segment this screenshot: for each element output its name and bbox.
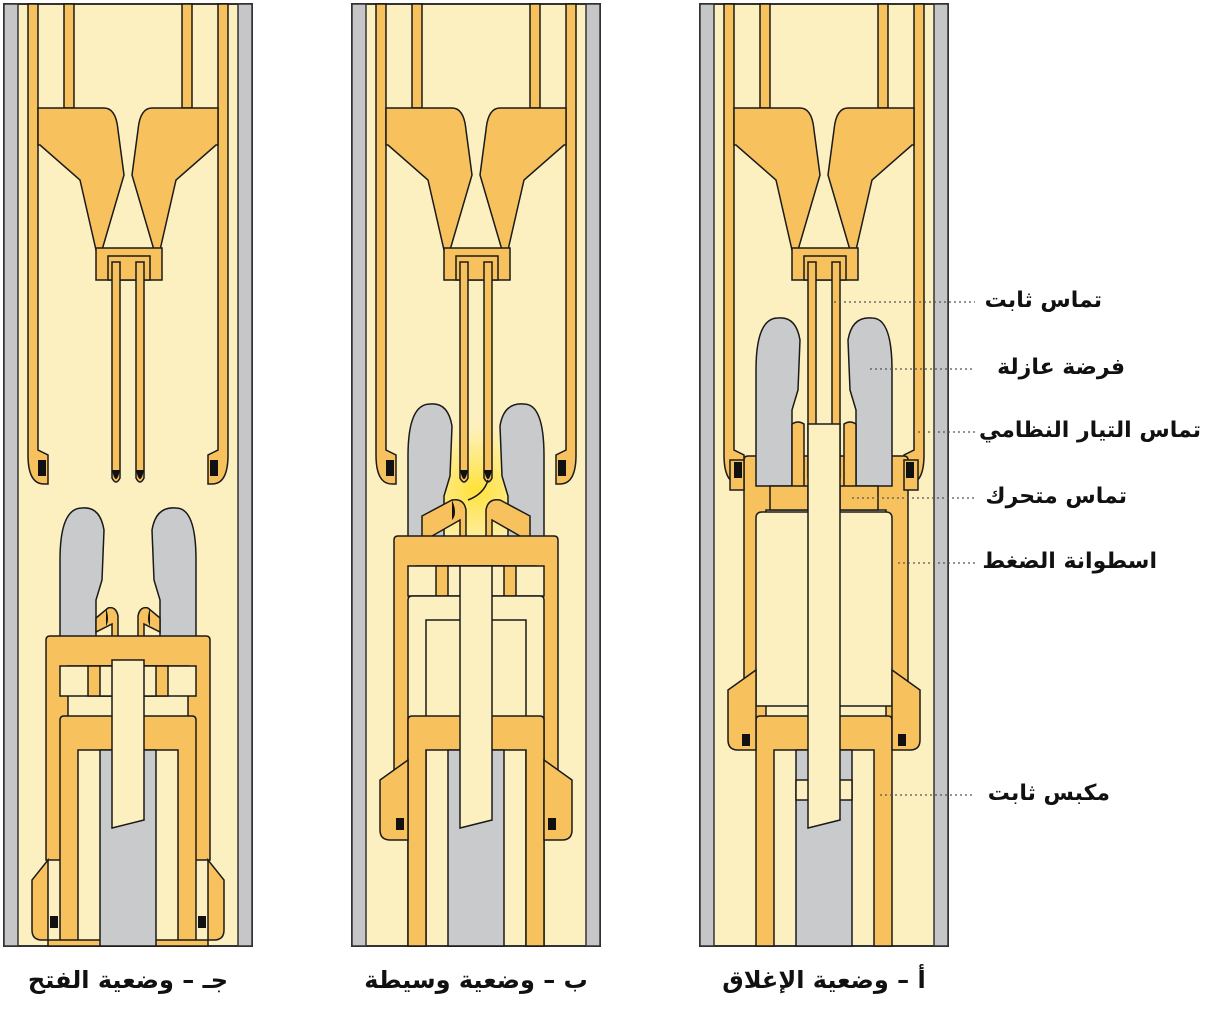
caption-open: جـ – وضعية الفتح — [27, 966, 229, 994]
leader-lines — [834, 301, 975, 796]
panel-intermediate — [351, 3, 601, 947]
panel-open — [3, 3, 253, 947]
label-main-current-contact: تماس التيار النظامي — [979, 418, 1201, 443]
label-compression-cylinder: اسطوانة الضغط — [982, 549, 1157, 574]
label-insulating-nozzle: فرضة عازلة — [997, 355, 1125, 380]
caption-intermediate: ب – وضعية وسيطة — [364, 966, 588, 994]
label-moving-contact: تماس متحرك — [985, 484, 1127, 509]
caption-closed: أ – وضعية الإغلاق — [722, 966, 926, 994]
label-fixed-piston: مكبس ثابت — [987, 781, 1110, 806]
label-fixed-contact: تماس ثابت — [984, 288, 1102, 313]
panel-closed — [699, 3, 949, 947]
